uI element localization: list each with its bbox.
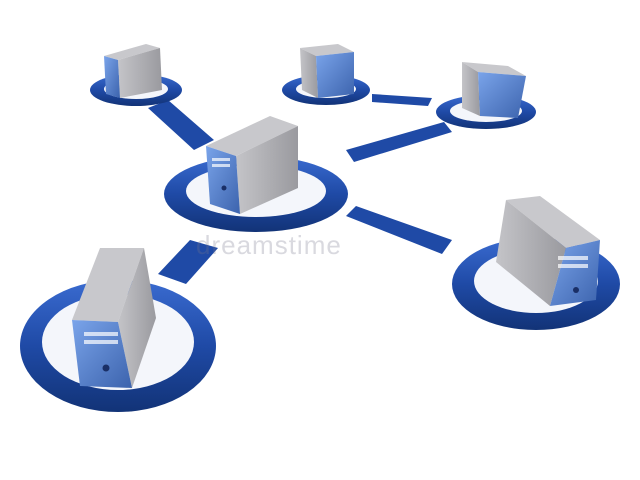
server-front-panel <box>316 52 354 98</box>
server-front-panel <box>206 146 240 214</box>
server-top-left <box>90 44 182 106</box>
server-center <box>164 116 348 232</box>
connector-top-right <box>372 94 432 106</box>
server-top-middle <box>282 44 370 105</box>
server-front-panel <box>478 72 526 118</box>
server-lower-right <box>452 196 620 330</box>
connector-center-lowerleft <box>158 240 218 284</box>
power-led <box>573 287 579 293</box>
server-top-right <box>436 62 536 129</box>
power-led <box>221 185 227 191</box>
connector-bars <box>148 94 452 284</box>
server-front-panel <box>72 320 132 388</box>
server-front-panel <box>104 56 120 98</box>
connector-center-lowerright <box>346 206 452 254</box>
connector-topleft <box>148 100 214 150</box>
power-led <box>102 364 110 372</box>
connector-center-right <box>346 122 452 162</box>
server-lower-left <box>20 248 216 412</box>
